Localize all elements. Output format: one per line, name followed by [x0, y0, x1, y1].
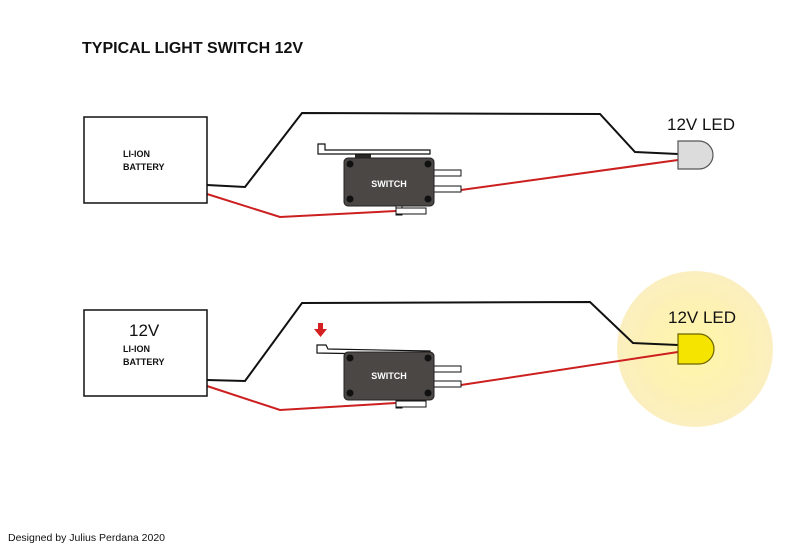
bottom-led-bulb — [677, 333, 715, 365]
bottom-battery-voltage: 12V — [129, 321, 160, 340]
bottom-switch: SWITCH — [316, 344, 462, 409]
bottom-led-label: 12V LED — [668, 308, 736, 327]
circuit-top: LI-ION BATTERY SWITCH 12V LED — [83, 111, 735, 219]
top-switch-hole-1 — [346, 160, 354, 168]
top-negative-wire — [206, 111, 679, 189]
top-led-bulb — [677, 140, 714, 170]
top-positive-wire-battery — [206, 193, 397, 219]
top-battery-label-1: LI-ION — [123, 149, 150, 159]
bottom-positive-wire-battery — [206, 385, 397, 412]
top-positive-wire-led — [460, 159, 679, 191]
top-switch-lever — [317, 143, 431, 155]
bottom-switch-label: SWITCH — [371, 371, 407, 381]
top-battery — [83, 116, 208, 204]
top-switch-pin-1 — [433, 169, 462, 177]
bottom-negative-wire — [206, 300, 679, 383]
bottom-switch-pin-3-foot — [395, 400, 427, 408]
bottom-battery — [83, 309, 208, 397]
top-switch-lever-plunger — [355, 152, 371, 159]
top-switch-hole-2 — [424, 160, 432, 168]
top-battery-label-2: BATTERY — [123, 162, 165, 172]
diagram-title: TYPICAL LIGHT SWITCH 12V — [82, 40, 303, 57]
top-switch-label: SWITCH — [371, 179, 407, 189]
bottom-positive-wire-led — [460, 351, 679, 386]
top-switch-pin-3-foot — [395, 207, 427, 215]
bottom-battery-label-2: BATTERY — [123, 357, 165, 367]
bottom-switch-hole-2 — [424, 354, 432, 362]
press-arrow-icon — [314, 323, 327, 337]
top-led — [677, 140, 714, 170]
bottom-switch-hole-3 — [346, 389, 354, 397]
top-switch-hole-3 — [346, 195, 354, 203]
footer-credit: Designed by Julius Perdana 2020 — [8, 532, 165, 544]
bottom-switch-pin-1 — [433, 365, 462, 373]
top-switch-pin-2 — [433, 185, 462, 193]
top-switch: SWITCH — [317, 143, 462, 216]
bottom-switch-hole-1 — [346, 354, 354, 362]
circuit-bottom: 12V LI-ION BATTERY SWITCH 12V LED — [83, 271, 773, 427]
bottom-switch-body — [343, 351, 435, 401]
bottom-led — [677, 333, 715, 365]
top-switch-hole-4 — [424, 195, 432, 203]
top-led-label: 12V LED — [667, 115, 735, 134]
bottom-switch-hole-4 — [424, 389, 432, 397]
top-switch-body — [343, 157, 435, 207]
bottom-battery-label-1: LI-ION — [123, 344, 150, 354]
bottom-switch-pin-2 — [433, 380, 462, 388]
